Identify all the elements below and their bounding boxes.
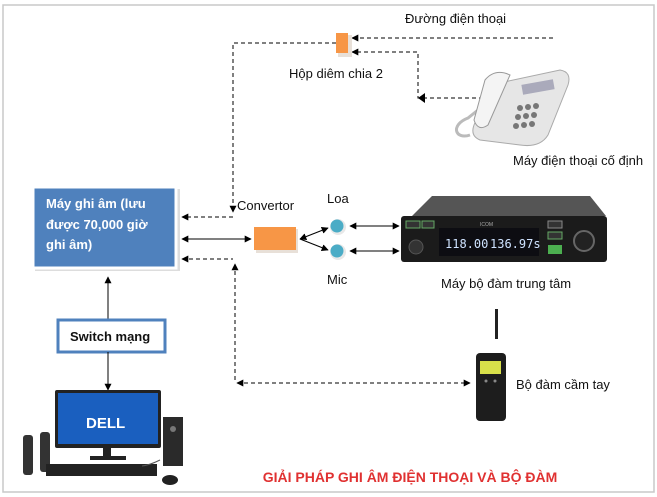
arrow-head — [418, 93, 425, 103]
convertor-box — [254, 227, 298, 253]
splitter-label: Hộp diêm chia 2 — [289, 66, 383, 81]
base-radio-image: 118.00 136.97s ICOM — [401, 196, 607, 262]
dell-logo: DELL — [86, 415, 125, 432]
switch-box — [56, 318, 167, 354]
switch-label: Switch mạng — [70, 329, 150, 344]
radio-freq-standby: 136.97s — [490, 237, 541, 251]
recorder-label-line2: được 70,000 giờ — [46, 217, 148, 232]
recorder-label-line1: Máy ghi âm (lưu — [46, 196, 146, 211]
desk-phone-label: Máy điện thoại cố định — [513, 153, 643, 168]
phone-line-label: Đường điện thoại — [405, 11, 506, 26]
handheld-radio-label: Bộ đàm cầm tay — [516, 377, 610, 392]
desk-phone-image — [455, 69, 570, 146]
convertor-mic-link — [299, 238, 329, 251]
recorder-label-line3: ghi âm) — [46, 237, 92, 252]
speaker-icon — [330, 219, 346, 235]
mic-label: Mic — [327, 272, 348, 287]
recorder-box — [31, 185, 180, 271]
handheld-radio-image — [476, 309, 506, 421]
diagram-title: GIẢI PHÁP GHI ÂM ĐIỆN THOẠI VÀ BỘ ĐÀM — [263, 468, 558, 485]
speaker-label: Loa — [327, 191, 349, 206]
splitter-box — [336, 33, 352, 57]
convertor-label: Convertor — [237, 198, 295, 213]
desk-phone-connector — [351, 48, 483, 99]
radio-freq-active: 118.00 — [445, 237, 488, 251]
computer-image: DELL — [23, 390, 183, 485]
radio-brand: ICOM — [480, 222, 493, 228]
convertor-speaker-link — [299, 227, 329, 240]
base-radio-label: Máy bộ đàm trung tâm — [441, 276, 571, 291]
mic-icon — [330, 244, 346, 260]
